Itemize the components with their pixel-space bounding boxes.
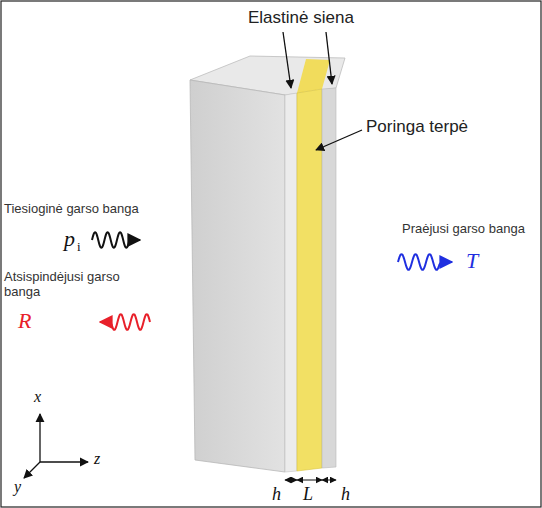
axis-y [24, 462, 40, 478]
dimension-label: L [303, 484, 313, 505]
wave-label: Tiesioginė garso banga [4, 202, 139, 217]
wall-face [190, 80, 285, 472]
porous-top [297, 59, 330, 93]
leader-arrow [283, 32, 291, 88]
part-label: Poringa terpė [366, 117, 468, 137]
elastic-wall-left [285, 93, 297, 472]
dimension-arrow [285, 480, 297, 481]
porous-layer [297, 89, 322, 471]
axis-x [39, 414, 40, 462]
wave-label: Praėjusi garso banga [402, 222, 525, 237]
axis-z [40, 461, 88, 462]
wave-group [92, 232, 452, 330]
dimension-arrow [297, 480, 322, 481]
subscript: i [77, 240, 81, 255]
part-label: Elastinė siena [248, 8, 354, 28]
leader-arrow [316, 130, 362, 150]
leader-arrow [326, 32, 332, 84]
reflection-symbol: R [18, 308, 31, 333]
axis-label: y [14, 478, 21, 496]
incident-wave [92, 232, 140, 248]
reflected-wave [100, 314, 150, 330]
transmission-symbol: T [466, 248, 478, 273]
dimension-label: h [341, 484, 350, 505]
axis-label: z [94, 450, 100, 468]
dimension-label: h [272, 484, 281, 505]
pressure-symbol: p [64, 226, 75, 251]
transmitted-wave [398, 254, 452, 270]
dimension-arrow [322, 480, 336, 481]
wave-label: Atsispindėjusi garso banga [4, 270, 144, 300]
axis-label: x [34, 388, 41, 406]
